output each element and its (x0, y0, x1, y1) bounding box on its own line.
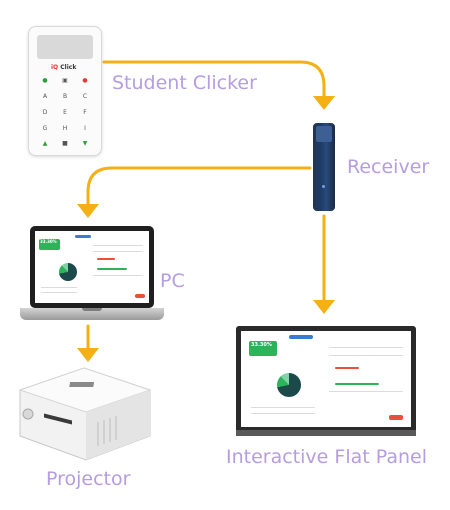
pc-label: PC (160, 270, 185, 292)
receiver-led-icon (322, 185, 325, 188)
panel-app-screen: 33.30% (241, 331, 411, 427)
pc-row-line (93, 275, 143, 276)
clicker-key-c: C (82, 93, 88, 100)
clicker-screen (37, 35, 93, 59)
pc-pie-chart (59, 263, 77, 281)
pc-legend-line (41, 292, 77, 293)
panel-row-line (329, 391, 403, 392)
pc-score-badge: 33.30% (39, 239, 60, 250)
pc-bar-green (97, 268, 127, 270)
clicker-key-g: G (42, 125, 48, 132)
pc-row-line (93, 245, 143, 246)
pc-score-text: 33.30% (40, 239, 57, 244)
clicker-brand: iQ Click (51, 64, 76, 71)
menu-key-icon: ▣ (62, 77, 68, 84)
pc-base-notch (82, 308, 102, 311)
ok-key-icon: ● (42, 77, 48, 84)
pc-end-button (135, 294, 145, 298)
clicker-key-row: A B C (35, 93, 95, 100)
receiver-label: Receiver (347, 156, 430, 178)
panel-bar-red (335, 367, 359, 369)
panel-legend-line (251, 407, 315, 408)
pc-laptop-base (20, 308, 164, 320)
down-key-icon: ▼ (82, 140, 88, 147)
center-key-icon: ■ (62, 140, 68, 147)
panel-score-text: 33.30% (251, 342, 272, 348)
student-clicker-device: iQ Click ● ▣ ● A B C D E F G H I ▲ ■ ▼ (28, 26, 102, 156)
clicker-nav-row: ● ▣ ● (35, 77, 95, 84)
panel-row-line (329, 347, 403, 348)
clicker-brand-suffix: Click (60, 64, 77, 71)
pc-row-line (93, 251, 143, 252)
arrowhead-panel (313, 300, 335, 314)
power-key-icon: ● (82, 77, 88, 84)
clicker-key-row: D E F (35, 109, 95, 116)
pc-active-tab (75, 235, 91, 238)
up-key-icon: ▲ (42, 140, 48, 147)
panel-score-badge: 33.30% (249, 341, 277, 356)
clicker-arrow-row: ▲ ■ ▼ (35, 140, 95, 147)
arrow-receiver-to-pc (86, 166, 312, 206)
arrowhead-projector (77, 348, 99, 362)
projector-label: Projector (46, 468, 131, 490)
pc-laptop-screen: 33.30% (30, 226, 154, 308)
pc-legend-line (41, 287, 77, 288)
clicker-key-a: A (42, 93, 48, 100)
interactive-flat-panel-device: 33.30% (236, 326, 416, 436)
panel-legend-line (251, 413, 315, 414)
clicker-key-b: B (62, 93, 68, 100)
clicker-key-h: H (62, 125, 68, 132)
pc-app-screen: 33.30% (35, 231, 149, 303)
clicker-key-f: F (83, 109, 87, 116)
arrowhead-receiver (313, 96, 335, 110)
receiver-cap (316, 126, 332, 142)
receiver-device (313, 123, 335, 211)
arrow-clicker-to-receiver (102, 60, 326, 98)
clicker-key-d: D (42, 109, 48, 116)
panel-end-button (389, 415, 403, 420)
panel-row-line (329, 355, 403, 356)
arrowhead-pc (77, 204, 99, 218)
panel-bottom-strip (236, 430, 416, 436)
pc-bar-red (97, 258, 115, 260)
clicker-key-e: E (63, 109, 67, 116)
projector-device (18, 367, 152, 461)
clicker-brand-prefix: iQ (51, 64, 59, 71)
clicker-key-row: G H I (35, 125, 95, 132)
panel-active-tab (289, 335, 313, 339)
panel-bar-green (335, 383, 379, 385)
flat-panel-label: Interactive Flat Panel (226, 446, 427, 468)
student-clicker-label: Student Clicker (112, 72, 257, 94)
panel-pie-chart (277, 373, 301, 397)
clicker-key-i: I (84, 125, 86, 132)
